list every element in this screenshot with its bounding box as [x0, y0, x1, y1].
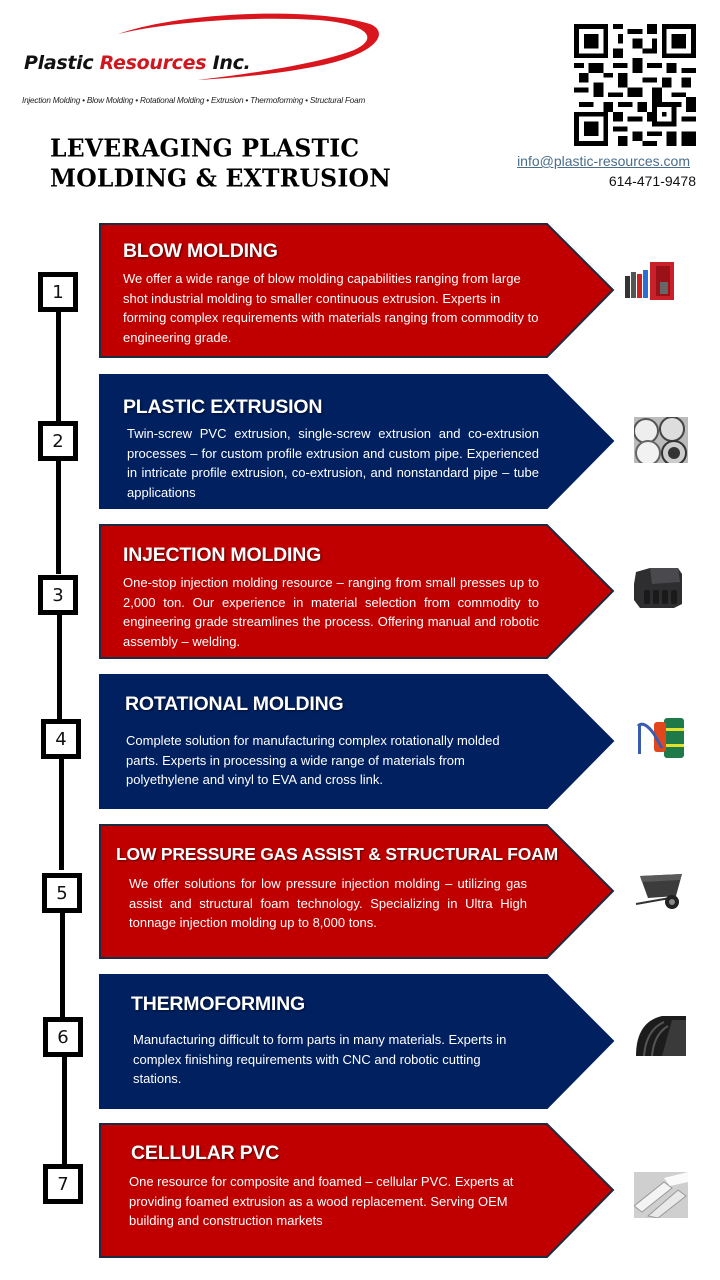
step-number-label: 3 — [52, 584, 64, 606]
service-card-plastic-extrusion: PLASTIC EXTRUSION Twin-screw PVC extrusi… — [99, 374, 615, 509]
timeline-connector — [56, 458, 61, 574]
step-number-label: 1 — [52, 281, 64, 303]
step-number-label: 2 — [52, 430, 64, 452]
arrow-shape — [99, 524, 615, 659]
service-card-rotational-molding: ROTATIONAL MOLDING Complete solution for… — [99, 674, 615, 809]
step-number-label: 6 — [57, 1026, 69, 1048]
step-number-5: 5 — [42, 873, 82, 913]
timeline-connector — [56, 310, 61, 422]
timeline-connector — [60, 906, 65, 1018]
service-description: We offer a wide range of blow molding ca… — [123, 271, 539, 345]
service-card-thermoforming: THERMOFORMING Manufacturing difficult to… — [99, 974, 615, 1109]
page-title: LEVERAGING PLASTIC MOLDING & EXTRUSION — [50, 133, 391, 193]
email-link[interactable]: info@plastic-resources.com — [517, 153, 690, 169]
logo-word-resources: Resources — [99, 52, 207, 74]
logo-swoosh-icon — [118, 13, 379, 80]
logo-tagline: Injection Molding • Blow Molding • Rotat… — [22, 96, 366, 105]
service-description: Twin-screw PVC extrusion, single-screw e… — [127, 426, 539, 500]
service-card-blow-molding: BLOW MOLDING We offer a wide range of bl… — [99, 223, 615, 358]
service-description: One resource for composite and foamed – … — [129, 1174, 514, 1228]
service-description: We offer solutions for low pressure inje… — [129, 876, 527, 930]
step-number-label: 4 — [55, 728, 67, 750]
logo-word-inc: Inc. — [212, 52, 251, 74]
arrow-shape — [99, 374, 615, 509]
step-number-2: 2 — [38, 421, 78, 461]
service-title: LOW PRESSURE GAS ASSIST & STRUCTURAL FOA… — [116, 844, 558, 864]
page-title-line2: MOLDING & EXTRUSION — [50, 163, 391, 193]
engine-cover-image — [634, 568, 682, 608]
step-number-3: 3 — [38, 575, 78, 615]
step-number-6: 6 — [43, 1017, 83, 1057]
arrow-shape — [99, 223, 615, 358]
service-title: THERMOFORMING — [131, 993, 305, 1015]
arrow-shape — [99, 824, 615, 959]
pvc-profiles-image — [634, 1172, 688, 1218]
service-description: One-stop injection molding resource – ra… — [123, 575, 539, 649]
service-title: BLOW MOLDING — [123, 240, 278, 262]
step-number-label: 7 — [57, 1173, 69, 1195]
service-card-injection-molding: INJECTION MOLDING One-stop injection mol… — [99, 524, 615, 659]
service-description: Manufacturing difficult to form parts in… — [133, 1032, 507, 1086]
qr-code-icon[interactable] — [574, 24, 696, 146]
service-card-gas-assist-structural-foam: LOW PRESSURE GAS ASSIST & STRUCTURAL FOA… — [99, 824, 615, 959]
service-title: ROTATIONAL MOLDING — [125, 693, 344, 715]
extruded-pipes-image — [634, 417, 688, 463]
timeline-connector — [59, 758, 64, 870]
step-number-label: 5 — [56, 882, 68, 904]
timeline-connector — [57, 612, 62, 722]
phone-number: 614-471-9478 — [608, 173, 696, 189]
service-card-cellular-pvc: CELLULAR PVC One resource for composite … — [99, 1123, 615, 1258]
logo-wordmark: Plastic Resources Inc. — [24, 52, 251, 74]
blow-molded-containers-image — [625, 262, 674, 300]
arrow-shape — [99, 974, 615, 1109]
step-number-7: 7 — [43, 1164, 83, 1204]
arrow-shape — [99, 1123, 615, 1258]
step-number-4: 4 — [41, 719, 81, 759]
service-title: INJECTION MOLDING — [123, 544, 322, 566]
service-description: Complete solution for manufacturing comp… — [126, 733, 500, 787]
rotomolded-tanks-image — [636, 718, 684, 758]
service-title: CELLULAR PVC — [131, 1142, 280, 1164]
company-logo: Plastic Resources Inc. Injection Molding… — [18, 10, 388, 110]
step-number-1: 1 — [38, 272, 78, 312]
dump-cart-image — [635, 874, 682, 909]
service-title: PLASTIC EXTRUSION — [123, 396, 323, 418]
timeline-connector — [62, 1056, 67, 1166]
arrow-shape — [99, 674, 615, 809]
page-title-line1: LEVERAGING PLASTIC — [50, 133, 360, 163]
logo-word-plastic: Plastic — [24, 52, 94, 74]
thermoformed-part-image — [636, 1016, 686, 1057]
